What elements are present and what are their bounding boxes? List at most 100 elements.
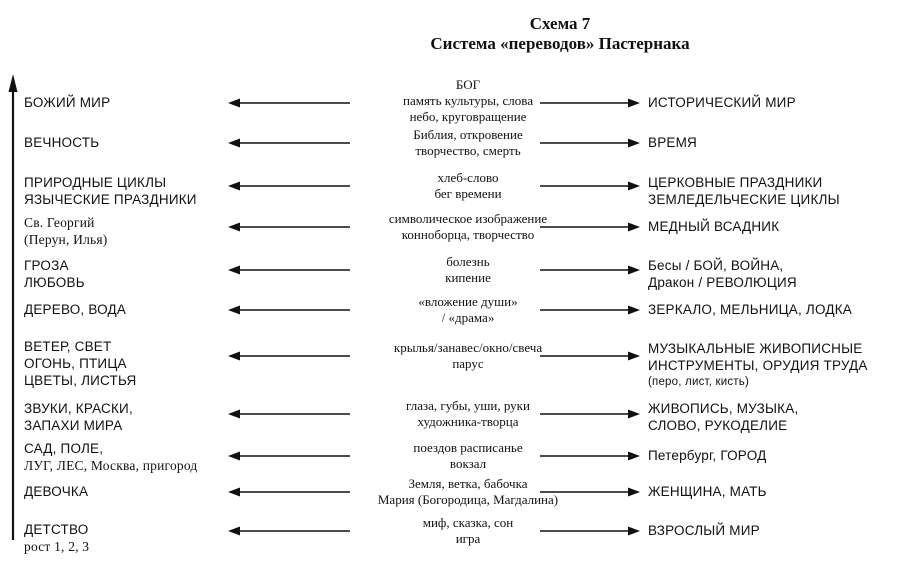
left-concept: ДЕРЕВО, ВОДА: [24, 301, 126, 318]
right-concept-line: ИНСТРУМЕНТЫ, ОРУДИЯ ТРУДА: [648, 358, 868, 373]
diagram-subtitle: Система «переводов» Пастернака: [430, 34, 690, 53]
left-concept-line: ВЕТЕР, СВЕТ: [24, 339, 112, 354]
left-concept: ВЕТЕР, СВЕТ ОГОНЬ, ПТИЦА ЦВЕТЫ, ЛИСТЬЯ: [24, 338, 136, 389]
mediator-line: поездов расписанье: [413, 440, 523, 455]
left-concept: ДЕВОЧКА: [24, 483, 88, 500]
translation-mediator: «вложение души»/ «драма»: [362, 294, 574, 326]
mediator-line: игра: [455, 531, 481, 546]
left-concept-line: рост 1, 2, 3: [24, 539, 90, 554]
right-arrow: [540, 180, 640, 192]
left-concept-line: (Перун, Илья): [24, 232, 108, 247]
mediator-line: небо, круговращение: [409, 109, 527, 124]
right-concept: Бесы / БОЙ, ВОЙНА, Дракон / РЕВОЛЮЦИЯ: [648, 257, 797, 291]
right-concept-line: ЗЕМЛЕДЕЛЬЧЕСКИЕ ЦИКЛЫ: [648, 192, 840, 207]
mediator-line: крылья/занавес/окно/свеча: [393, 340, 543, 355]
right-concept-line: МУЗЫКАЛЬНЫЕ ЖИВОПИСНЫЕ: [648, 341, 863, 356]
left-concept-line: Св. Георгий: [24, 215, 95, 230]
right-concept-line: (перо, лист, кисть): [648, 376, 749, 388]
left-concept-line: ЛУГ, ЛЕС, Москва, пригород: [24, 458, 198, 473]
mediator-line: бег времени: [434, 186, 502, 201]
left-concept: ВЕЧНОСТЬ: [24, 134, 99, 151]
right-concept-line: МЕДНЫЙ ВСАДНИК: [648, 219, 780, 234]
right-arrow: [540, 450, 640, 462]
right-concept-line: Петербург, ГОРОД: [648, 448, 767, 463]
left-arrow: [228, 304, 350, 316]
right-arrow: [540, 221, 640, 233]
right-arrow: [540, 137, 640, 149]
right-concept: ЖИВОПИСЬ, МУЗЫКА, СЛОВО, РУКОДЕЛИЕ: [648, 400, 798, 434]
right-arrow: [540, 264, 640, 276]
mediator-line: глаза, губы, уши, руки: [406, 398, 530, 413]
left-arrow: [228, 180, 350, 192]
left-concept-line: ЗВУКИ, КРАСКИ,: [24, 401, 133, 416]
right-arrow: [540, 350, 640, 362]
left-arrow: [228, 97, 350, 109]
mediator-line: миф, сказка, сон: [422, 515, 514, 530]
left-arrow: [228, 137, 350, 149]
right-concept-line: Бесы / БОЙ, ВОЙНА,: [648, 258, 784, 273]
right-concept-line: ЦЕРКОВНЫЕ ПРАЗДНИКИ: [648, 175, 823, 190]
right-concept-line: ЗЕРКАЛО, МЕЛЬНИЦА, ЛОДКА: [648, 302, 852, 317]
mediator-line: творчество, смерть: [415, 143, 521, 158]
right-concept-line: СЛОВО, РУКОДЕЛИЕ: [648, 418, 788, 433]
right-concept: ВРЕМЯ: [648, 134, 697, 151]
right-concept: ИСТОРИЧЕСКИЙ МИР: [648, 94, 796, 111]
left-arrow: [228, 486, 350, 498]
right-concept: ЖЕНЩИНА, МАТЬ: [648, 483, 767, 500]
mediator-line: Земля, ветка, бабочка: [408, 476, 528, 491]
left-concept-line: ЛЮБОВЬ: [24, 275, 85, 290]
left-arrow: [228, 264, 350, 276]
right-concept: МЕДНЫЙ ВСАДНИК: [648, 218, 779, 235]
mediator-line: символическое изображение: [388, 211, 548, 226]
left-concept-line: ЯЗЫЧЕСКИЕ ПРАЗДНИКИ: [24, 192, 197, 207]
left-concept: ЗВУКИ, КРАСКИ,ЗАПАХИ МИРА: [24, 400, 133, 434]
mediator-line: парус: [452, 356, 484, 371]
right-concept-line: ЖЕНЩИНА, МАТЬ: [648, 484, 767, 499]
mediator-line: конноборца, творчество: [401, 227, 535, 242]
diagram-title: Схема 7: [529, 14, 591, 33]
right-arrow: [540, 525, 640, 537]
right-arrow: [540, 408, 640, 420]
left-concept-line: ДЕРЕВО, ВОДА: [24, 302, 127, 317]
mediator-line: Мария (Богородица, Магдалина): [377, 492, 559, 507]
diagram-title-block: Схема 7 Система «переводов» Пастернака: [0, 14, 900, 54]
right-concept-line: ВРЕМЯ: [648, 135, 698, 150]
mediator-line: вокзал: [449, 456, 487, 471]
left-concept-line: ГРОЗА: [24, 258, 69, 273]
left-concept-line: ОГОНЬ, ПТИЦА: [24, 356, 127, 371]
right-concept: ВЗРОСЛЫЙ МИР: [648, 522, 760, 539]
right-concept-line: ИСТОРИЧЕСКИЙ МИР: [648, 95, 796, 110]
right-arrow: [540, 304, 640, 316]
left-concept-line: БОЖИЙ МИР: [24, 95, 111, 110]
mediator-line: / «драма»: [441, 310, 495, 325]
right-concept-line: ЖИВОПИСЬ, МУЗЫКА,: [648, 401, 799, 416]
left-arrow: [228, 408, 350, 420]
right-concept: ЦЕРКОВНЫЕ ПРАЗДНИКИ ЗЕМЛЕДЕЛЬЧЕСКИЕ ЦИКЛЫ: [648, 174, 840, 208]
mediator-line: кипение: [445, 270, 491, 285]
left-concept: САД, ПОЛЕ, ЛУГ, ЛЕС, Москва, пригород: [24, 440, 197, 474]
left-concept: ДЕТСТВО рост 1, 2, 3: [24, 521, 89, 555]
left-arrow: [228, 221, 350, 233]
left-arrow: [228, 450, 350, 462]
mediator-line: художника-творца: [417, 414, 519, 429]
right-arrow: [540, 486, 640, 498]
left-concept-line: ЦВЕТЫ, ЛИСТЬЯ: [24, 373, 137, 388]
right-concept: ЗЕРКАЛО, МЕЛЬНИЦА, ЛОДКА: [648, 301, 852, 318]
left-concept: Св. Георгий (Перун, Илья): [24, 214, 107, 248]
right-concept-line: Дракон / РЕВОЛЮЦИЯ: [648, 275, 797, 290]
left-concept-line: ВЕЧНОСТЬ: [24, 135, 100, 150]
left-concept-line: САД, ПОЛЕ,: [24, 441, 104, 456]
mediator-line: Библия, откровение: [413, 127, 523, 142]
left-concept-line: ДЕТСТВО: [24, 522, 89, 537]
left-arrow: [228, 525, 350, 537]
left-concept: ГРОЗА ЛЮБОВЬ: [24, 257, 85, 291]
